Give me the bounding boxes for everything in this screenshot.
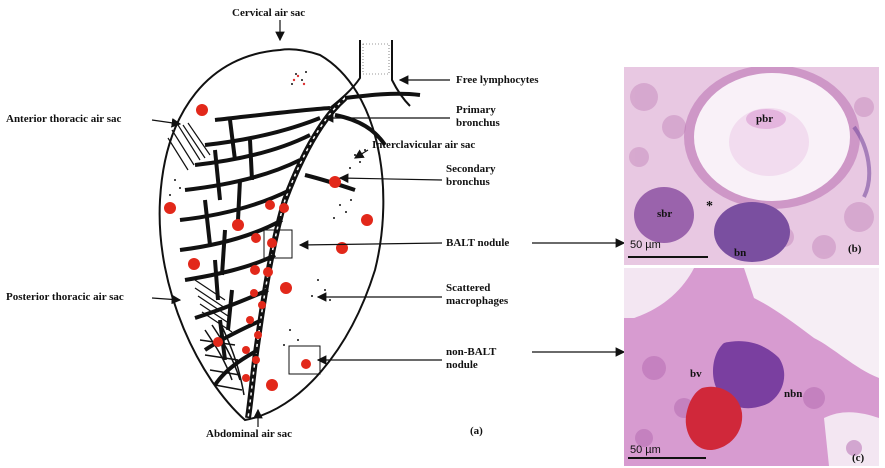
label-anterior-thoracic-air-sac: Anterior thoracic air sac — [6, 113, 121, 126]
scale-bar-b: 50 µm — [630, 239, 661, 251]
label-non-balt-nodule: non-BALT nodule — [446, 346, 526, 372]
label-secondary-bronchus: Secondary bronchus — [446, 163, 516, 189]
label-cervical-air-sac: Cervical air sac — [232, 7, 305, 20]
scale-bar-c: 50 µm — [630, 444, 661, 456]
label-abdominal-air-sac: Abdominal air sac — [206, 428, 292, 441]
micrograph-b-art — [624, 67, 879, 265]
label-nbn: nbn — [784, 388, 802, 400]
label-interclavicular-air-sac: Interclavicular air sac — [372, 139, 475, 152]
label-bv: bv — [690, 368, 702, 380]
label-free-lymphocytes: Free lymphocytes — [456, 74, 539, 87]
lung-outline — [160, 49, 384, 420]
anterior-thoracic-arrow — [152, 120, 180, 124]
label-posterior-thoracic-air-sac: Posterior thoracic air sac — [6, 291, 124, 304]
micrograph-c: bv nbn 50 µm (c) — [624, 268, 879, 466]
micrograph-c-art — [624, 268, 879, 466]
panel-letter-c: (c) — [852, 452, 864, 464]
panel-letter-a: (a) — [470, 425, 483, 437]
label-star: * — [706, 199, 713, 215]
label-pbr: pbr — [756, 113, 773, 125]
label-scattered-macrophages: Scattered macrophages — [446, 282, 536, 308]
label-balt-nodule: BALT nodule — [446, 237, 509, 250]
panel-letter-b: (b) — [848, 243, 861, 255]
label-bn: bn — [734, 247, 746, 259]
micrograph-b: pbr sbr bn * 50 µm (b) — [624, 67, 879, 265]
label-sbr: sbr — [657, 208, 672, 220]
label-primary-bronchus: Primary bronchus — [456, 104, 516, 130]
